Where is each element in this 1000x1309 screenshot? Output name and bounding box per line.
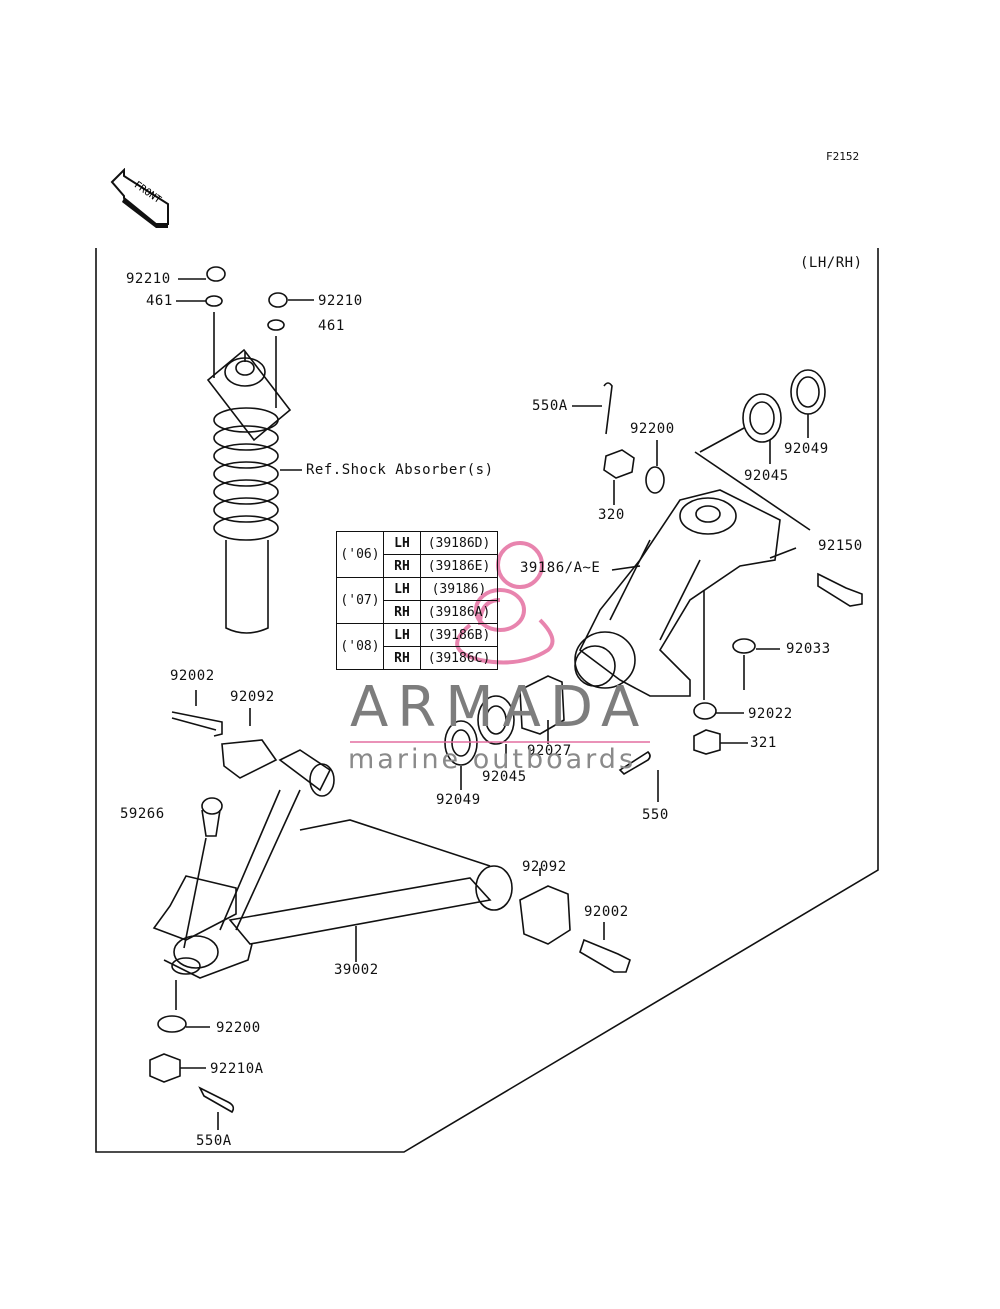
year-variant-table: ('06) LH (39186D) RH (39186E) ('07) LH (…: [336, 531, 498, 670]
callout-39186: 39186/A~E: [520, 560, 601, 576]
callout-39002: 39002: [334, 962, 379, 978]
callout-550A-top: 550A: [532, 398, 568, 414]
callout-92045-bottom: 92045: [482, 769, 527, 785]
callout-shock-ref: Ref.Shock Absorber(s): [306, 462, 494, 478]
side-cell: RH: [383, 600, 421, 624]
part-cell: (39186B): [420, 623, 498, 647]
callout-92049-top: 92049: [784, 441, 829, 457]
shock-absorber: [206, 267, 290, 633]
watermark-brand: ARMADA: [350, 675, 649, 740]
part-cell: (39186A): [420, 600, 498, 624]
callout-92045-top: 92045: [744, 468, 789, 484]
callout-92092-right: 92092: [522, 859, 567, 875]
callout-92033: 92033: [786, 641, 831, 657]
callout-321: 321: [750, 735, 777, 751]
side-cell: LH: [383, 531, 421, 555]
callout-92002-right: 92002: [584, 904, 629, 920]
callout-92200-top: 92200: [630, 421, 675, 437]
callout-92210-right: 92210: [318, 293, 363, 309]
callout-92002-left: 92002: [170, 668, 215, 684]
year-cell: ('06): [336, 531, 384, 578]
part-cell: (39186C): [420, 646, 498, 670]
leader-lines: [176, 279, 810, 1130]
callout-550A-bottom: 550A: [196, 1133, 232, 1149]
side-cell: LH: [383, 577, 421, 601]
callout-92210-left: 92210: [126, 271, 171, 287]
table-row: ('06) LH (39186D): [336, 531, 498, 578]
table-row: RH (39186E): [337, 554, 498, 578]
side-cell: RH: [383, 554, 421, 578]
part-cell: (39186D): [420, 531, 498, 555]
callout-92092-left: 92092: [230, 689, 275, 705]
part-cell: (39186): [420, 577, 498, 601]
table-row: RH (39186C): [337, 646, 498, 670]
side-note: (LH/RH): [800, 255, 863, 271]
side-cell: LH: [383, 623, 421, 647]
callout-92022: 92022: [748, 706, 793, 722]
callout-92027: 92027: [527, 743, 572, 759]
small-parts: [445, 370, 862, 774]
front-direction-badge: FRONT: [110, 167, 176, 238]
figure-code: F2152: [826, 150, 860, 163]
front-arrow-icon: FRONT: [110, 167, 169, 228]
callout-550: 550: [642, 807, 669, 823]
callout-59266: 59266: [120, 806, 165, 822]
callout-461-right: 461: [318, 318, 345, 334]
watermark-tagline: marine outboards: [348, 744, 637, 775]
year-cell: ('08): [336, 623, 384, 670]
lower-a-arm: [150, 712, 630, 1112]
callout-320: 320: [598, 507, 625, 523]
callout-92210A: 92210A: [210, 1061, 264, 1077]
table-row: ('08) LH (39186B): [336, 623, 498, 670]
part-cell: (39186E): [420, 554, 498, 578]
callout-92049-bottom: 92049: [436, 792, 481, 808]
diagram-frame: [96, 248, 878, 1152]
callout-461-left: 461: [146, 293, 173, 309]
table-row: RH (39186A): [337, 600, 498, 624]
year-cell: ('07): [336, 577, 384, 624]
table-row: ('07) LH (39186): [336, 577, 498, 624]
callout-92150: 92150: [818, 538, 863, 554]
knuckle: [575, 490, 780, 696]
callout-92200-bottom: 92200: [216, 1020, 261, 1036]
side-cell: RH: [383, 646, 421, 670]
